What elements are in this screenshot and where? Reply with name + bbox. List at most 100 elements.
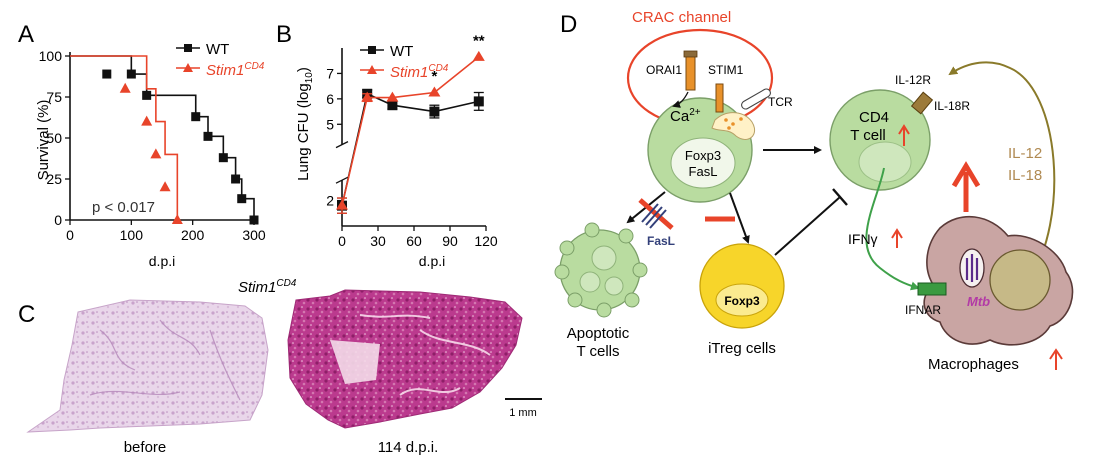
lung-section-114dpi (287, 289, 523, 429)
crac-channel-label: CRAC channel (632, 9, 731, 26)
survival-point (249, 215, 259, 225)
tcr-icon (741, 88, 771, 110)
survival-point (203, 131, 213, 141)
apoptotic-cell (554, 222, 648, 318)
legend-wt: WT (390, 43, 413, 60)
itreg-label: iTreg cells (708, 340, 776, 357)
x-tick-label: 60 (406, 233, 422, 249)
y-tick-label: 25 (46, 171, 62, 187)
cfu-legend: WT Stim1CD4 (360, 43, 449, 81)
cfu-ylabel: Lung CFU (log10) (295, 67, 315, 181)
y-tick-label: 50 (46, 130, 62, 146)
y-axis-break (335, 176, 349, 184)
survival-ylabel: Survival (%) (35, 100, 52, 181)
survival-legend: WT Stim1CD4 (176, 41, 265, 79)
caption-before: before (124, 439, 167, 456)
x-tick-label: 300 (242, 227, 266, 243)
cd4-label-1: CD4 (859, 109, 889, 126)
panel-label-a: A (18, 21, 34, 48)
x-tick-label: 0 (66, 227, 74, 243)
panel-label-c: C (18, 301, 35, 328)
arrow-to-itreg (729, 192, 750, 244)
panel-label-d: D (560, 11, 577, 38)
x-tick-label: 100 (120, 227, 144, 243)
mtb-label: Mtb (967, 294, 990, 309)
il12-label: IL-12 (1008, 145, 1042, 162)
cfu-point (473, 96, 484, 107)
y-tick-label: 5 (326, 116, 334, 132)
y-tick-label: 75 (46, 89, 62, 105)
legend-marker-stim1 (183, 63, 193, 72)
panel-label-b: B (276, 21, 292, 48)
mtb-bacteria-icon (965, 254, 979, 282)
y-axis-break (335, 141, 349, 149)
survival-line (70, 55, 179, 220)
il18r-label: IL-18R (934, 99, 970, 113)
apoptotic-label-1: Apoptotic (567, 325, 630, 342)
survival-point (119, 82, 131, 93)
survival-point (231, 174, 241, 184)
lung-section-before (26, 299, 269, 433)
survival-pvalue: p < 0.017 (92, 199, 155, 216)
histology-title: Stim1CD4 (238, 278, 297, 296)
fasl-receptor-icon (641, 203, 667, 229)
survival-point (141, 115, 153, 126)
cfu-line (341, 92, 479, 206)
ifnar-receptor-icon (917, 282, 947, 296)
macrophage-nucleus (989, 249, 1051, 311)
x-tick-label: 0 (338, 233, 346, 249)
cd4-label-2: T cell (850, 127, 886, 144)
ifng-arrow (865, 167, 920, 291)
y-tick-label: 6 (326, 91, 334, 107)
stim1-icon (715, 83, 724, 113)
cfu-point (386, 91, 399, 102)
x-tick-label: 200 (181, 227, 205, 243)
y-tick-label: 0 (54, 212, 62, 228)
macrophages-label: Macrophages (928, 356, 1019, 373)
survival-point (142, 90, 152, 100)
x-tick-label: 30 (370, 233, 386, 249)
cd4-nucleus (858, 141, 912, 183)
ifng-up-arrow (891, 228, 903, 248)
survival-point (237, 194, 247, 204)
y-tick-label: 7 (326, 65, 334, 81)
calcium-label: Ca2+ (670, 107, 701, 125)
pathway-diagram: CRAC channel Foxp3 FasL ORAI1 STIM1 Ca2+… (554, 9, 1074, 373)
survival-point (218, 153, 228, 163)
cfu-point (472, 50, 485, 61)
cfu-point (429, 106, 440, 117)
foxp3-label: Foxp3 (685, 148, 721, 163)
caption-114dpi: 114 d.p.i. (378, 439, 439, 456)
fasl-label-inner: FasL (689, 164, 718, 179)
survival-xlabel: d.p.i (149, 253, 175, 269)
significance-marker: ** (473, 32, 485, 49)
cfu-series: *** (336, 32, 485, 214)
legend-wt: WT (206, 41, 229, 58)
survival-point (159, 181, 171, 192)
scale-bar-label: 1 mm (509, 407, 537, 419)
x-tick-label: 120 (474, 233, 498, 249)
legend-stim1: Stim1CD4 (390, 63, 449, 81)
significance-marker: * (431, 68, 437, 85)
x-tick-label: 90 (442, 233, 458, 249)
legend-marker-wt (368, 46, 376, 54)
ifnar-label: IFNAR (905, 303, 941, 317)
cd4-up-arrow (898, 124, 910, 146)
survival-point (150, 148, 162, 159)
il18-label: IL-18 (1008, 167, 1042, 184)
apoptotic-label-2: T cells (576, 343, 619, 360)
itreg-nucleus (715, 283, 769, 317)
survival-point (171, 214, 183, 224)
cytokine-feedback-arrow (948, 61, 1056, 283)
survival-point (126, 69, 136, 79)
legend-marker-stim1 (367, 65, 377, 74)
survival-point (191, 112, 201, 122)
large-up-arrow (951, 161, 981, 212)
legend-stim1: Stim1CD4 (206, 61, 265, 79)
fasl-label: FasL (647, 234, 675, 248)
il12r-receptor-icon (910, 91, 934, 115)
